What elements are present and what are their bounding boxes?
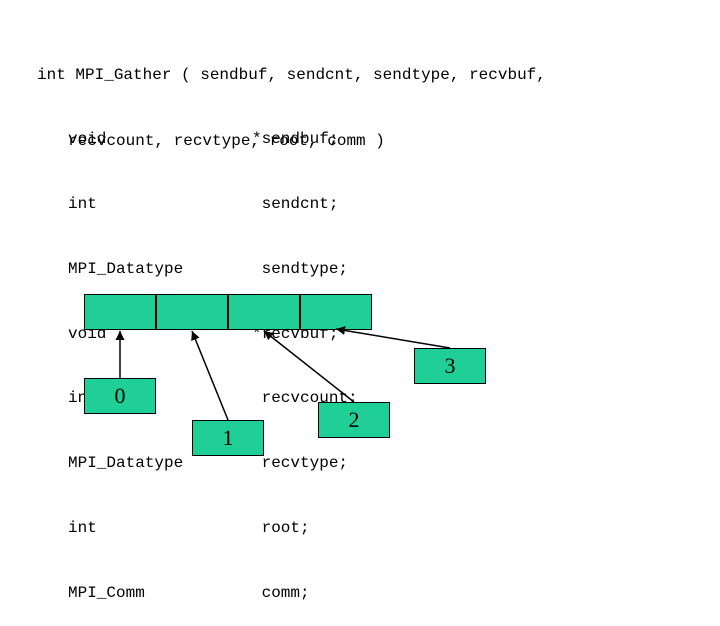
buffer-cell-3 [300,294,372,330]
buffer-cell-0 [84,294,156,330]
decl-type-comm: MPI_Comm [68,583,145,602]
process-label-2: 2 [348,407,360,432]
decl-name-sendbuf: *sendbuf; [252,130,339,149]
process-label-3: 3 [444,353,456,378]
process-box-1: 1 [192,420,264,456]
decl-name-sendtype: sendtype; [252,259,349,278]
signature-line-1: int MPI_Gather ( sendbuf, sendcnt, sendt… [37,66,546,84]
decl-name-root: root; [252,518,310,537]
gather-arrows [115,326,451,421]
function-signature: int MPI_Gather ( sendbuf, sendcnt, sendt… [37,20,546,173]
process-label-0: 0 [114,383,126,408]
arrow-from-process-1 [191,330,229,421]
decl-type-sendcnt: int [68,194,97,213]
decl-type-sendbuf: void [68,130,107,149]
arrow-from-process-3 [335,326,451,349]
buffer-cell-1 [156,294,228,330]
process-box-3: 3 [414,348,486,384]
decl-type-sendtype: MPI_Datatype [68,259,184,278]
decl-name-sendcnt: sendcnt; [252,194,339,213]
buffer-cell-2 [228,294,300,330]
decl-name-comm: comm; [252,583,310,602]
decl-name-recvtype: recvtype; [252,454,349,473]
process-box-0: 0 [84,378,156,414]
signature-line-2: recvcount, recvtype, root, comm ) [68,131,385,150]
process-box-2: 2 [318,402,390,438]
decl-type-root: int [68,518,97,537]
arrow-from-process-2 [263,330,355,403]
process-label-1: 1 [222,425,234,450]
decl-type-recvtype: MPI_Datatype [68,454,184,473]
